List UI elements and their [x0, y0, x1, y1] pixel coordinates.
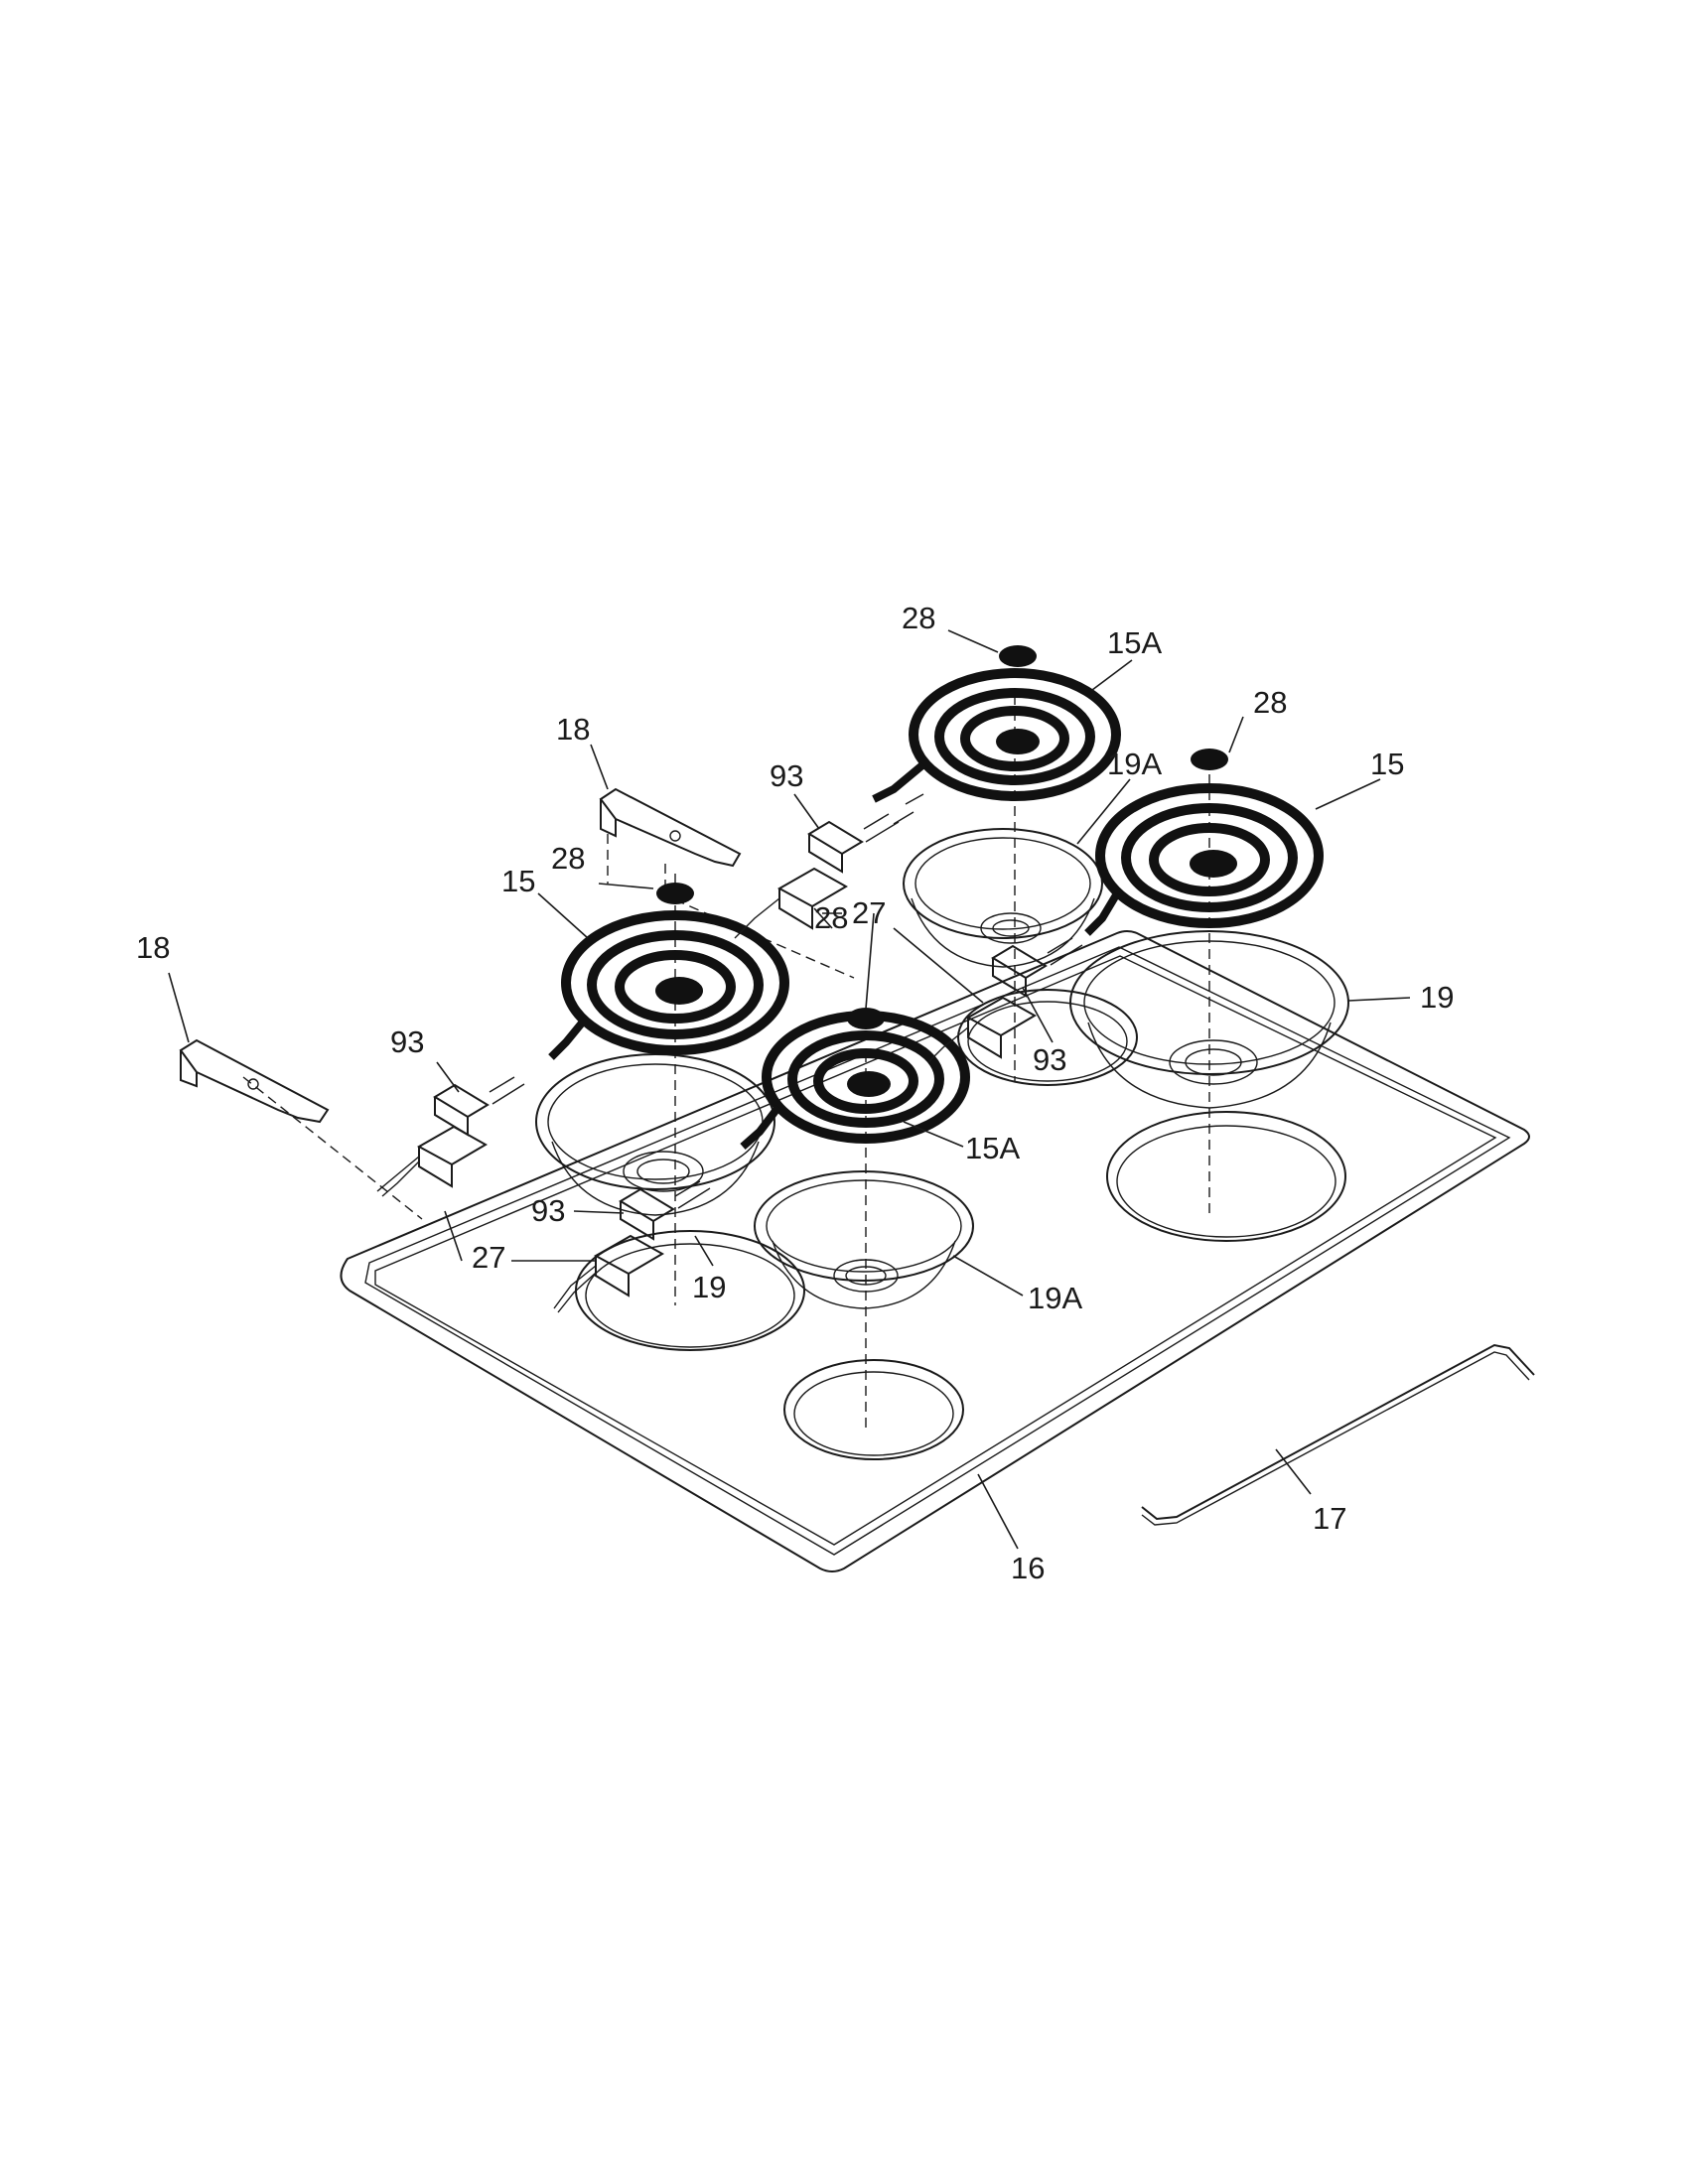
surface-element-large-right: [1084, 783, 1324, 936]
terminal-block-left: [433, 1076, 525, 1137]
terminal-block-right: [991, 937, 1083, 998]
terminal-block-back: [807, 793, 924, 874]
label-part-19-left: 19: [692, 1270, 726, 1304]
label-part-15a-front: 15A: [965, 1131, 1020, 1165]
leader-lines: [168, 629, 1411, 1550]
label-part-17: 17: [1313, 1501, 1346, 1536]
receptacle-front: [553, 1234, 665, 1313]
label-part-16: 16: [1011, 1551, 1045, 1585]
label-part-15-left: 15: [501, 864, 535, 898]
receptacle-left: [376, 1125, 489, 1197]
mounting-bracket-back: [599, 787, 742, 868]
label-part-27-back: 27: [852, 895, 886, 930]
label-part-27-left: 27: [472, 1240, 505, 1275]
label-part-28-left: 28: [551, 841, 585, 876]
cooktop-top-panel: [340, 930, 1530, 1572]
surface-element-small-front: [740, 1011, 970, 1150]
drip-bowl-small-back: [903, 828, 1103, 968]
label-part-19a-back: 19A: [1107, 747, 1162, 781]
label-part-15a-back: 15A: [1107, 625, 1162, 660]
label-part-93-back: 93: [770, 758, 803, 793]
center-cap-left: [656, 883, 694, 904]
cooktop-burner-openings: [575, 989, 1346, 1460]
surface-element-small-back: [872, 668, 1121, 803]
label-part-19-right: 19: [1420, 980, 1454, 1015]
label-part-19a-front: 19A: [1028, 1281, 1082, 1315]
drip-bowl-small-front: [754, 1170, 974, 1309]
center-cap-front: [847, 1008, 885, 1029]
trim-rod: [1141, 1343, 1535, 1526]
receptacle-right: [927, 996, 1038, 1063]
label-part-28-right: 28: [1253, 685, 1287, 720]
label-part-93-left: 93: [390, 1024, 424, 1059]
terminal-block-front: [619, 1180, 711, 1241]
label-part-93-front: 93: [531, 1193, 565, 1228]
receptacle-back: [734, 867, 849, 939]
label-part-18-back: 18: [556, 712, 590, 747]
drip-bowl-large-left: [535, 1053, 775, 1216]
label-part-18-left: 18: [136, 930, 170, 965]
mounting-bracket-left: [179, 1038, 330, 1124]
label-part-93-right: 93: [1033, 1042, 1066, 1077]
label-part-15-right: 15: [1370, 747, 1404, 781]
alignment-centerlines: [242, 695, 1210, 1430]
center-cap-right: [1191, 749, 1228, 770]
part-labels: 28 15A 18 93 28 19A 15 28 15 27 28 18 19…: [136, 601, 1454, 1585]
label-part-28-front: 28: [814, 900, 848, 935]
center-cap-back: [999, 645, 1037, 667]
surface-element-large-left: [548, 910, 789, 1060]
label-part-28-back: 28: [902, 601, 935, 635]
